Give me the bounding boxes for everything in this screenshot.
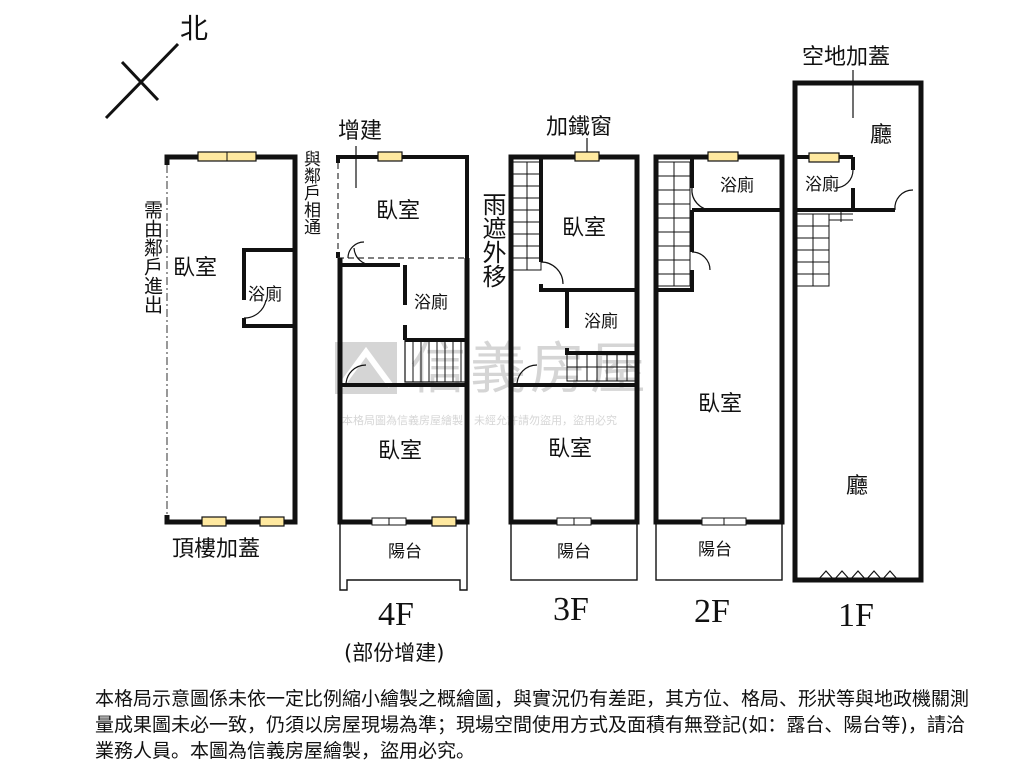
rooftop-note: 頂樓加蓋 bbox=[172, 537, 260, 562]
stairs-icon bbox=[566, 352, 636, 382]
window-icon bbox=[574, 151, 600, 162]
room-label-bedroom: 臥室 bbox=[376, 199, 420, 224]
room-label-bath: 浴廁 bbox=[720, 175, 754, 196]
room-label-bath: 浴廁 bbox=[805, 174, 839, 195]
room-label-balcony: 陽台 bbox=[388, 542, 422, 562]
watermark-notice: 本格局圖為信義房屋繪製，未經允許請勿盜用，盜用必究 bbox=[342, 413, 617, 427]
stairs-icon bbox=[657, 161, 691, 287]
room-label-balcony: 陽台 bbox=[698, 540, 732, 560]
room-label-bedroom: 臥室 bbox=[698, 392, 742, 417]
floor-label-1f: 1F bbox=[838, 597, 874, 634]
north-arrow-icon bbox=[104, 42, 180, 120]
extension-label-4f: 增建 bbox=[338, 119, 382, 144]
stairs-icon bbox=[512, 161, 542, 271]
window-icon bbox=[707, 151, 739, 162]
sliding-door-icon bbox=[556, 517, 592, 526]
room-label-bedroom: 臥室 bbox=[562, 216, 606, 241]
room-label-balcony: 陽台 bbox=[557, 542, 591, 562]
window-icon bbox=[377, 151, 457, 527]
watermark: 信義房屋 本格局圖為信義房屋繪製，未經允許請勿盜用，盜用必究 bbox=[335, 337, 650, 427]
room-label-hall: 廳 bbox=[846, 474, 868, 499]
room-label-bedroom: 臥室 bbox=[548, 437, 592, 462]
room-label-bedroom: 臥室 bbox=[378, 439, 422, 464]
watermark-brand: 信義房屋 bbox=[410, 337, 650, 402]
neighbor-note: 與鄰戶相通 bbox=[300, 150, 321, 235]
floor-label-2f: 2F bbox=[694, 593, 730, 630]
access-note: 需由鄰戶進出 bbox=[141, 200, 163, 314]
north-label: 北 bbox=[180, 12, 208, 45]
awning-note: 雨遮外移 bbox=[478, 192, 506, 288]
floor-label-4f: 4F bbox=[378, 596, 414, 633]
window-note-3f: 加鐵窗 bbox=[546, 115, 612, 140]
sliding-door-icon bbox=[701, 517, 747, 526]
window-icon bbox=[808, 152, 840, 163]
floor-1f bbox=[792, 80, 924, 583]
window-icon bbox=[197, 151, 285, 527]
stairs-icon bbox=[404, 339, 468, 383]
floor-sub-label-4f: (部份增建) bbox=[344, 641, 444, 665]
room-label-hall: 廳 bbox=[870, 123, 892, 148]
sliding-door-icon bbox=[371, 517, 407, 526]
floor-3f bbox=[508, 151, 640, 581]
room-label-bath: 浴廁 bbox=[584, 311, 618, 332]
room-label-bath: 浴廁 bbox=[248, 284, 282, 305]
floor-4f bbox=[335, 151, 470, 591]
disclaimer-text: 本格局示意圖係未依一定比例縮小繪製之概繪圖，與實況仍有差距，其方位、格局、形狀等… bbox=[95, 688, 970, 762]
door-icon bbox=[817, 570, 899, 581]
stairs-icon bbox=[796, 210, 853, 287]
floor-label-3f: 3F bbox=[553, 591, 589, 628]
floor-2f bbox=[653, 151, 785, 581]
room-label-bath: 浴廁 bbox=[414, 292, 448, 313]
extension-label-1f: 空地加蓋 bbox=[802, 45, 890, 70]
floor-4f-rooftop bbox=[163, 151, 298, 527]
room-label-bedroom: 臥室 bbox=[173, 256, 217, 281]
